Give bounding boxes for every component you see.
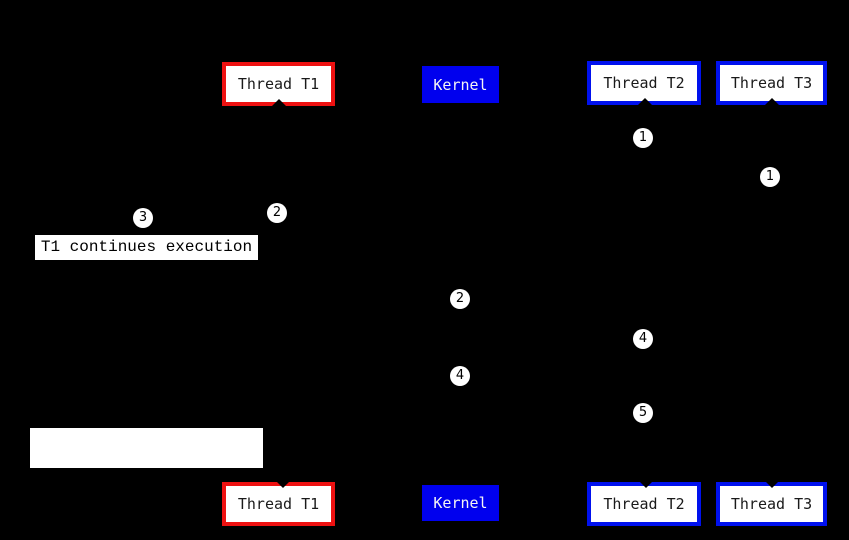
lifeline-notch-t3-top [765,98,779,105]
lifeline-notch-t3-bottom [765,481,779,488]
step-marker-number: 3 [138,210,148,225]
step-marker-5-t2: 5 [633,403,653,423]
thread-t3-box-top: Thread T3 [716,61,827,105]
step-marker-1-t3: 1 [760,167,780,187]
kernel-box-top: Kernel [422,66,499,103]
lifeline-notch-t2-top [638,98,652,105]
lifeline-notch-t1-bottom [276,481,290,488]
thread-t1-box-bottom: Thread T1 [222,482,335,526]
annotation-text: T1 continues execution [40,238,253,256]
thread-t1-label: Thread T1 [237,495,320,513]
thread-t1-box-top: Thread T1 [222,62,335,106]
step-marker-2-kernel: 2 [450,289,470,309]
step-marker-number: 4 [455,368,465,383]
step-marker-3: 3 [133,208,153,228]
thread-t3-box-bottom: Thread T3 [716,482,827,526]
thread-t1-label: Thread T1 [237,75,320,93]
thread-t3-label: Thread T3 [730,74,813,92]
step-marker-number: 4 [638,331,648,346]
step-marker-1-t2: 1 [633,128,653,148]
thread-t3-label: Thread T3 [730,495,813,513]
step-marker-number: 1 [638,130,648,145]
lifeline-notch-t2-bottom [639,481,653,488]
kernel-box-bottom: Kernel [422,485,499,521]
thread-t2-label: Thread T2 [603,495,685,513]
kernel-label: Kernel [433,75,488,94]
step-marker-number: 5 [638,405,648,420]
thread-t2-label: Thread T2 [603,74,685,92]
lifeline-notch-t1-top [272,99,286,106]
t1-continues-execution-label: T1 continues execution [35,235,258,260]
step-marker-number: 2 [455,291,465,306]
step-marker-number: 1 [765,169,775,184]
kernel-label: Kernel [433,494,488,512]
empty-label-box [30,428,263,468]
thread-t2-box-bottom: Thread T2 [587,482,701,526]
step-marker-4-t2: 4 [633,329,653,349]
step-marker-4-kernel: 4 [450,366,470,386]
step-marker-2-t1: 2 [267,203,287,223]
step-marker-number: 2 [272,205,282,220]
